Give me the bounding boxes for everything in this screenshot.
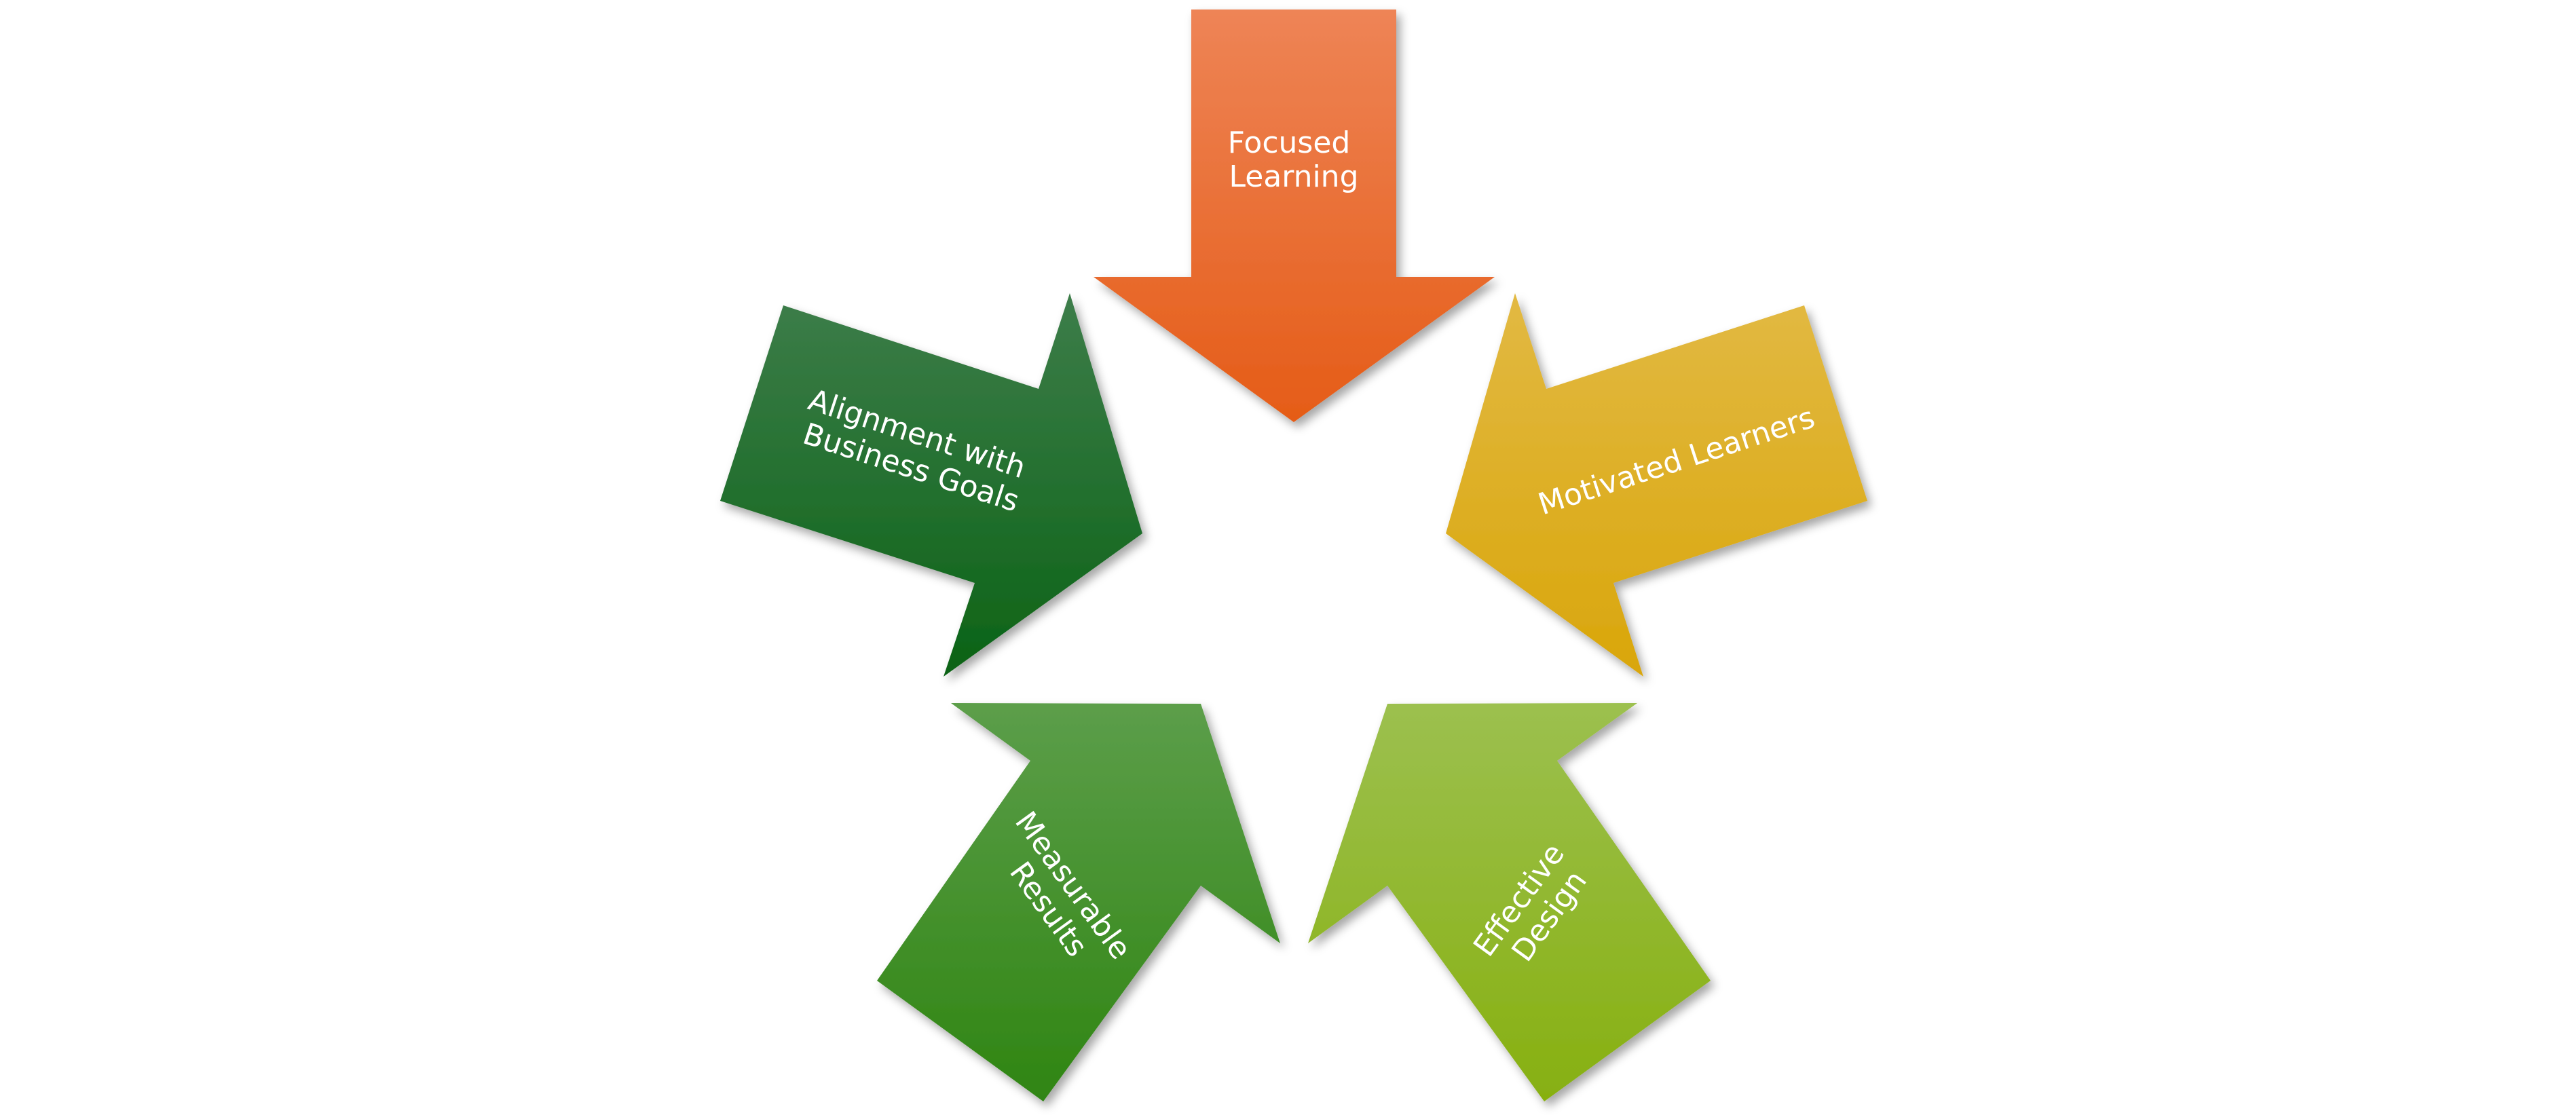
label-line: Focused — [1228, 126, 1351, 160]
arrow-motivated-learners: Motivated Learners — [1446, 293, 1867, 677]
arrow-alignment-business-goals: Alignment with Business Goals — [720, 293, 1142, 677]
arrow-shape — [1308, 703, 1711, 1101]
label-line: Learning — [1229, 159, 1358, 194]
arrow-shape — [720, 293, 1142, 677]
arrow-effective-design: Effective Design — [1308, 703, 1711, 1101]
arrow-shape — [877, 703, 1280, 1101]
arrow-label: Focused Learning — [1228, 126, 1360, 194]
arrow-shape — [1094, 10, 1495, 422]
arrow-shape — [1446, 293, 1867, 677]
arrow-measurable-results: Measurable Results — [877, 703, 1280, 1101]
arrow-focused-learning: Focused Learning — [1094, 10, 1495, 422]
